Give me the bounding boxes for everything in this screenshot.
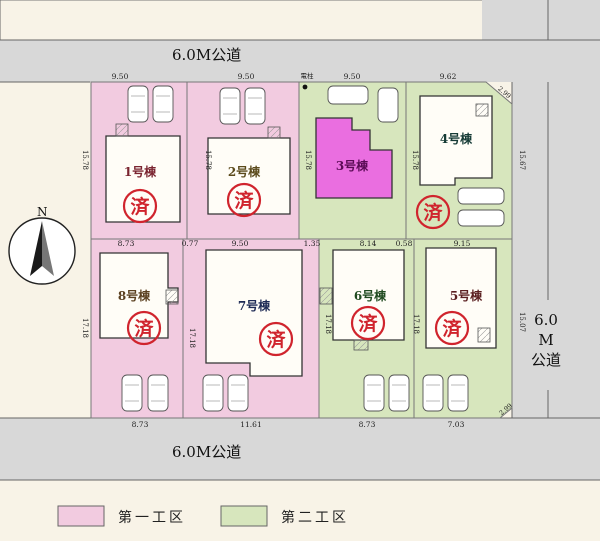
dim-top-width-3: 9.62 bbox=[440, 72, 457, 81]
dim-top-depth-3: 15.78 bbox=[411, 150, 419, 170]
legend-swatch-phase2 bbox=[220, 505, 268, 527]
dim-mid-width-2: 9.50 bbox=[232, 239, 249, 248]
dim-mid-width-3: 1.35 bbox=[304, 239, 321, 248]
dim-top-depth-0: 15.78 bbox=[81, 150, 89, 170]
legend-label-phase1: 第一工区 bbox=[118, 510, 186, 526]
footprint-3 bbox=[315, 117, 393, 199]
footprint-7 bbox=[205, 249, 303, 377]
dim-bottom-depth-0: 17.18 bbox=[81, 318, 89, 338]
footprint-6 bbox=[332, 249, 405, 341]
dim-mid-width-1: 0.77 bbox=[182, 239, 199, 248]
sold-stamp-b5 bbox=[434, 310, 470, 346]
dim-top-width-0: 9.50 bbox=[112, 72, 129, 81]
parking-cars bbox=[121, 85, 505, 412]
car-windows bbox=[125, 95, 465, 402]
utility-pole-icon bbox=[302, 84, 308, 90]
road-top bbox=[0, 40, 600, 82]
dim-top-width-1: 9.50 bbox=[238, 72, 255, 81]
sold-stamp-b2 bbox=[226, 182, 262, 218]
sold-stamp-b8 bbox=[126, 310, 162, 346]
dim-mid-width-6: 9.15 bbox=[454, 239, 471, 248]
dim-bottom-width-3: 7.03 bbox=[448, 420, 465, 429]
road-label-bottom: 6.0M公道 bbox=[172, 443, 242, 461]
building-label-b5: 5号棟 bbox=[450, 288, 483, 303]
dim-top-depth-2: 15.78 bbox=[304, 150, 312, 170]
sold-stamp-text-b6: 済 bbox=[358, 312, 378, 335]
sold-stamp-text-b1: 済 bbox=[130, 195, 150, 218]
road-bottom bbox=[0, 418, 600, 480]
dim-bottom-depth-4: 15.07 bbox=[518, 312, 526, 332]
dim-bottom-width-2: 8.73 bbox=[359, 420, 376, 429]
dim-top-width-2: 9.50 bbox=[344, 72, 361, 81]
stair-boxes bbox=[115, 103, 491, 351]
footprint-4 bbox=[419, 95, 493, 186]
dim-mid-width-4: 8.14 bbox=[360, 239, 377, 248]
road-right bbox=[512, 0, 600, 418]
sold-stamp-text-b5: 済 bbox=[442, 317, 462, 340]
building-label-b4: 4号棟 bbox=[440, 131, 473, 146]
sold-stamp-b7 bbox=[258, 321, 294, 357]
sold-stamp-b4 bbox=[415, 194, 451, 230]
legend-label-phase2: 第二工区 bbox=[281, 510, 349, 526]
sold-stamp-text-b2: 済 bbox=[234, 189, 254, 212]
dim-bottom-depth-2: 17.18 bbox=[324, 314, 332, 334]
north-arrow-icon bbox=[8, 217, 76, 285]
building-label-b6: 6号棟 bbox=[354, 288, 387, 303]
sold-stamp-text-b8: 済 bbox=[134, 317, 154, 340]
utility-pole-label: 電柱 bbox=[301, 71, 315, 80]
north-label: N bbox=[37, 205, 48, 219]
legend-swatch-phase1 bbox=[57, 505, 105, 527]
building-label-b8: 8号棟 bbox=[118, 288, 151, 303]
dim-bottom-width-1: 11.61 bbox=[240, 420, 261, 429]
sold-stamp-text-b7: 済 bbox=[266, 328, 286, 351]
road-label-right: 6.0 M公道 bbox=[531, 311, 562, 369]
building-label-b7: 7号棟 bbox=[238, 298, 271, 313]
road-label-top: 6.0M公道 bbox=[172, 46, 242, 64]
dim-bottom-depth-3: 17.18 bbox=[412, 314, 420, 334]
dim-bottom-depth-1: 17.18 bbox=[188, 328, 196, 348]
dim-mid-width-5: 0.58 bbox=[396, 239, 413, 248]
sold-stamp-b1 bbox=[122, 188, 158, 224]
road-corner-top bbox=[482, 0, 512, 40]
dim-top-depth-1: 15.78 bbox=[204, 150, 212, 170]
building-label-b3: 3号棟 bbox=[336, 158, 369, 173]
building-label-b1: 1号棟 bbox=[124, 164, 157, 179]
footprint-5 bbox=[425, 247, 497, 349]
dim-bottom-width-0: 8.73 bbox=[132, 420, 149, 429]
sold-stamp-b6 bbox=[350, 305, 386, 341]
dim-top-depth-4: 15.67 bbox=[518, 150, 526, 170]
building-label-b2: 2号棟 bbox=[228, 164, 261, 179]
dim-mid-width-0: 8.73 bbox=[118, 239, 135, 248]
sold-stamp-text-b4: 済 bbox=[423, 201, 443, 224]
